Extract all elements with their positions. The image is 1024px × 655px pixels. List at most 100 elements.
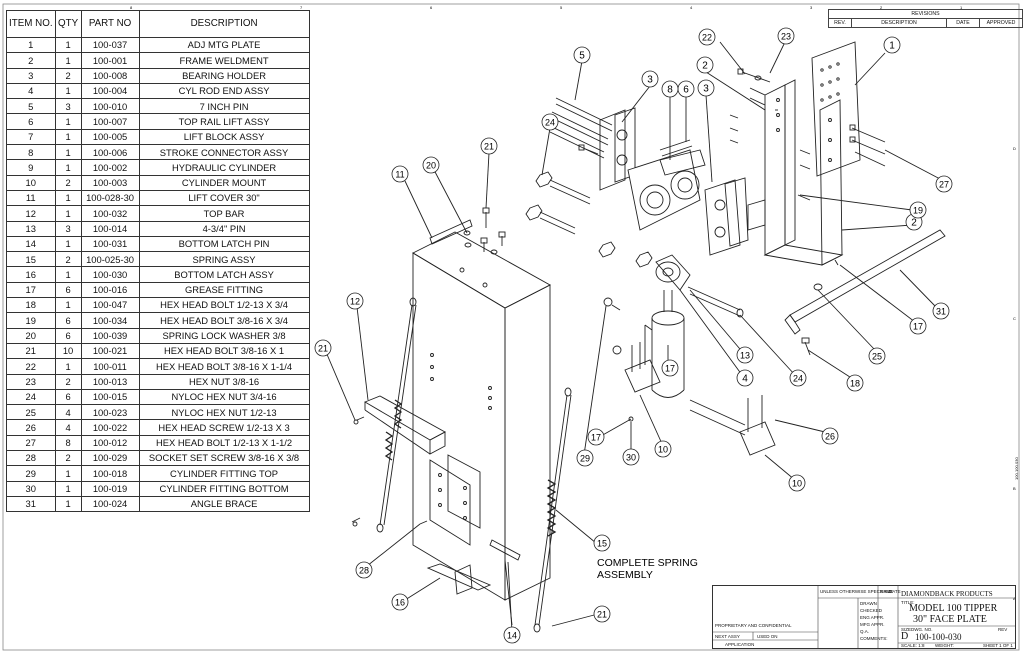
bom-item-no: 14 (6, 235, 56, 253)
bom-part-no: 100-023 (80, 404, 140, 421)
bom-part-no: 100-013 (80, 373, 140, 390)
callout-balloon: 3 (697, 79, 715, 97)
bom-item-no: 20 (6, 327, 56, 344)
zone-letter: D (1013, 146, 1016, 151)
bom-description: NYLOC HEX NUT 3/4-16 (138, 388, 310, 406)
angle-brace (789, 229, 946, 323)
callout-balloon: 21 (480, 137, 498, 155)
callout-balloon: 23 (777, 27, 795, 45)
exploded-view (325, 41, 946, 633)
bom-item-no: 6 (6, 113, 56, 130)
bom-part-no: 100-004 (80, 82, 140, 100)
svg-text:5: 5 (579, 51, 585, 62)
svg-text:6: 6 (683, 85, 689, 96)
bom-item-no: 10 (6, 174, 56, 191)
bom-description: HEX HEAD SCREW 1/2-13 X 3 (138, 419, 310, 436)
svg-text:19: 19 (913, 206, 923, 216)
bom-qty: 1 (54, 297, 82, 314)
bom-part-no: 100-007 (80, 113, 140, 130)
bom-part-no: 100-010 (80, 98, 140, 115)
svg-text:17: 17 (913, 322, 923, 332)
bom-item-no: 9 (6, 159, 56, 176)
callout-balloon: 3 (641, 70, 659, 88)
proprietary-label: PROPRIETARY AND CONFIDENTIAL (715, 623, 792, 628)
bom-qty: 1 (54, 480, 82, 497)
sheet-size: D (901, 631, 909, 642)
bom-description: CYLINDER FITTING BOTTOM (138, 480, 310, 497)
bom-header-description: DESCRIPTION (138, 10, 310, 38)
bom-description: HEX HEAD BOLT 3/8-16 X 1 (138, 342, 310, 360)
bom-item-no: 26 (6, 419, 56, 436)
bom-qty: 1 (54, 159, 82, 176)
callout-balloon: 29 (576, 449, 594, 467)
rev-header-approved: APPROVED (979, 18, 1023, 28)
lift-cover-flange (429, 219, 473, 245)
callout-balloon: 18 (846, 374, 864, 392)
svg-text:3: 3 (647, 75, 653, 86)
bom-item-no: 25 (6, 404, 56, 421)
bom-description: BOTTOM LATCH PIN (138, 235, 310, 253)
zone-number: 4 (690, 5, 693, 10)
svg-text:17: 17 (591, 433, 601, 443)
zone-number: 7 (300, 5, 303, 10)
callout-balloon: 21 (314, 339, 332, 357)
bom-description: HEX HEAD BOLT 1/2-13 X 3/4 (138, 297, 310, 314)
callout-balloon: 10 (788, 474, 806, 492)
callout-balloon: 10 (654, 440, 672, 458)
frame-weldment (764, 84, 786, 256)
callout-balloon: 31 (932, 302, 950, 320)
bom-description: TOP RAIL LIFT ASSY (138, 113, 310, 130)
bom-part-no: 100-005 (80, 128, 140, 146)
callout-balloon: 30 (622, 448, 640, 466)
bom-qty: 6 (54, 281, 82, 299)
svg-text:13: 13 (740, 351, 750, 361)
bom-description: 4-3/4" PIN (138, 220, 310, 237)
svg-text:10: 10 (658, 445, 668, 455)
bom-part-no: 100-011 (80, 358, 140, 375)
callout-balloon: 20 (422, 156, 440, 174)
bom-item-no: 5 (6, 98, 56, 115)
spring-note: ASSEMBLY (597, 569, 653, 581)
bottom-latch (426, 563, 492, 591)
qa-label: Q.A. (860, 629, 870, 634)
bom-item-no: 31 (6, 495, 56, 513)
svg-text:24: 24 (545, 118, 555, 128)
bom-item-no: 7 (6, 128, 56, 146)
callout-balloon: 17 (587, 428, 605, 446)
callout-balloon: 12 (346, 292, 364, 310)
bom-qty: 3 (54, 220, 82, 237)
bom-item-no: 13 (6, 220, 56, 237)
bom-description: CYL ROD END ASSY (138, 82, 310, 100)
bom-qty: 1 (54, 266, 82, 283)
bom-part-no: 100-006 (80, 144, 140, 161)
rev-header-date: DATE (946, 18, 980, 28)
revisions-table: REVISIONS REV. DESCRIPTION DATE APPROVED (828, 9, 1023, 28)
zone-letter: B (1013, 486, 1016, 491)
bom-description: SPRING ASSY (138, 251, 310, 268)
bom-description: GREASE FITTING (138, 281, 310, 299)
bom-part-no: 100-021 (80, 342, 140, 360)
bom-qty: 2 (54, 373, 82, 390)
edge-dwg-number: 100-100-030 (1014, 457, 1019, 480)
bom-qty: 1 (54, 36, 82, 54)
bom-qty: 2 (54, 174, 82, 191)
svg-text:25: 25 (872, 352, 882, 362)
bom-qty: 1 (54, 113, 82, 130)
callout-balloon: 2 (696, 56, 714, 74)
callout-balloon: 14 (503, 626, 521, 644)
bom-qty: 6 (54, 312, 82, 329)
bom-header-part: PART NO (80, 10, 140, 38)
bom-part-no: 100-031 (80, 235, 140, 253)
